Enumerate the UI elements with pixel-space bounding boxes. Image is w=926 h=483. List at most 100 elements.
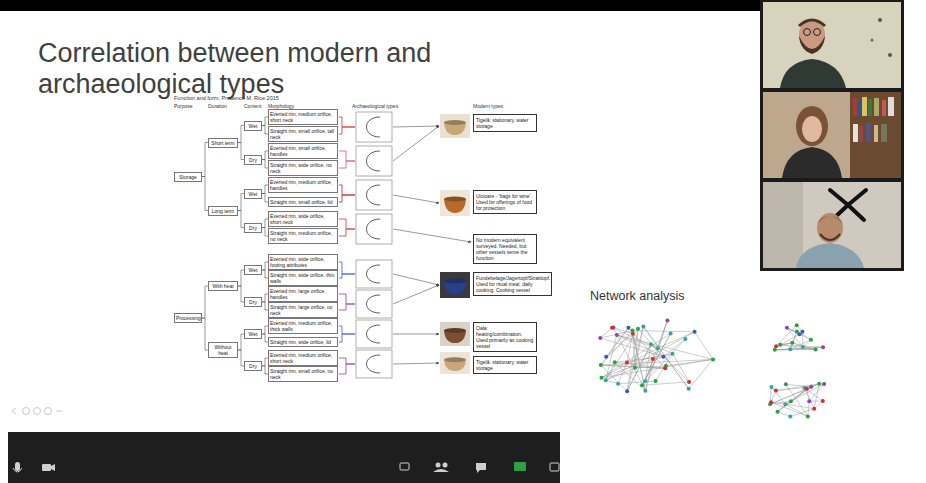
node-text: Straight rim, medium orifice, no neck — [270, 230, 336, 242]
category-box: Storage — [174, 172, 202, 182]
correlation-line — [339, 127, 355, 134]
vessel-photo — [440, 190, 470, 216]
node-text: Straight rim, wide orifice, lid — [270, 339, 336, 345]
correlation-line — [339, 195, 355, 202]
category-box: Long term — [208, 206, 238, 216]
vessel-profile — [367, 325, 381, 343]
morphology-box: Everted rim, wide orifice, footing attri… — [268, 254, 338, 270]
category-box: Wet — [244, 189, 262, 199]
profile-box — [356, 180, 392, 210]
correlation-arrow — [393, 285, 439, 304]
morphology-box: Straight rim, wide orifice, no neck — [268, 160, 338, 176]
vessel-profile — [367, 295, 381, 313]
node-text: Straight rim, small orifice, no neck — [270, 368, 336, 380]
top-bar — [0, 0, 760, 11]
category-box: With heat — [208, 281, 238, 291]
node-text: Tigelă: stationary, water storage — [476, 117, 534, 129]
vessel-photo — [440, 272, 470, 298]
node-text: Wet — [246, 123, 260, 129]
column-header: Morphology — [268, 104, 294, 110]
morphology-box: Straight rim, small orifice, no neck — [268, 366, 338, 382]
source-citation: Function and form, Prudence M. Rice 2015 — [174, 95, 279, 101]
morphology-box: Straight rim, wide orifice, thin walls — [268, 270, 338, 286]
node-text: Everted rim, medium orifice, thick walls — [270, 320, 336, 332]
section-heading: Network analysis — [590, 290, 684, 304]
vessel-profile — [367, 219, 381, 239]
correlation-line — [339, 117, 355, 127]
correlation-arrow — [393, 363, 439, 364]
node-text: Storage — [176, 174, 200, 180]
node-text: Short term — [210, 140, 236, 146]
correlation-line — [339, 185, 355, 195]
correlation-line — [339, 151, 355, 161]
category-box: Wet — [244, 265, 262, 275]
node-text: Straight rim, small orifice, tall neck — [270, 128, 336, 140]
correlation-line — [339, 262, 355, 274]
morphology-box: Straight rim, small orifice, tall neck — [268, 126, 338, 142]
category-box: Dry — [244, 361, 262, 371]
correlation-line — [339, 358, 355, 364]
profile-box — [356, 290, 392, 318]
correlation-arrow — [393, 195, 439, 203]
modern-type-box: Fundebelage/Jagertopf/Stratitopf. Used f… — [473, 272, 552, 296]
video-tile — [763, 92, 901, 178]
node-text: Everted rim, medium orifice, short neck — [270, 111, 336, 123]
category-box: Without heat — [208, 342, 238, 358]
morphology-box: Everted rim, medium orifice, handles — [268, 177, 338, 193]
node-text: Ulcioare - 'bags for wine'. Used for off… — [476, 193, 534, 211]
correlation-line — [339, 294, 355, 304]
node-text: Straight rim, wide orifice, thin walls — [270, 272, 336, 284]
morphology-box: Straight rim, large orifice, no neck — [268, 302, 338, 318]
morphology-box: Everted rim, large orifice, handles — [268, 286, 338, 302]
profile-box — [356, 350, 392, 378]
category-box: Wet — [244, 329, 262, 339]
node-text: Everted rim, wide orifice, footing attri… — [270, 256, 336, 268]
correlation-line — [339, 334, 355, 342]
node-text: Everted rim, medium orifice, handles — [270, 179, 336, 191]
toolbar-icon — [13, 462, 559, 473]
morphology-box: Everted rim, medium orifice, short neck — [268, 109, 338, 125]
node-text: Everted rim, medium orifice, short neck — [270, 352, 336, 364]
profile-box — [356, 320, 392, 348]
network-graph — [773, 323, 825, 352]
network-graph — [598, 318, 715, 393]
video-panel — [760, 0, 904, 271]
node-text: Straight rim, small orifice, lid — [270, 199, 336, 205]
node-text: Tigelă: stationary, water storage — [476, 359, 534, 371]
morphology-box: Straight rim, wide orifice, lid — [268, 337, 338, 347]
video-tile — [763, 2, 901, 88]
node-text: Processing — [176, 315, 200, 321]
correlation-arrow — [393, 126, 439, 161]
correlation-line — [339, 326, 355, 334]
profile-box — [356, 112, 392, 142]
category-box: Dry — [244, 223, 262, 233]
meeting-toolbar — [8, 432, 560, 483]
vessel-photo — [440, 352, 470, 374]
correlation-line — [339, 364, 355, 374]
node-text: Dry — [246, 225, 260, 231]
morphology-box: Everted rim, small orifice, handles — [268, 143, 338, 159]
modern-type-box: Tigelă: stationary, water storage — [473, 114, 537, 132]
vessel-photo — [440, 322, 470, 346]
node-text: Dry — [246, 363, 260, 369]
video-tile — [763, 182, 901, 268]
node-text: Wet — [246, 191, 260, 197]
vessel-profile — [367, 355, 381, 373]
node-text: Everted rim, wide orifice, short neck — [270, 213, 336, 225]
vessel-photo — [444, 197, 466, 202]
slide-controls — [12, 408, 62, 415]
tree-connector — [202, 143, 208, 177]
morphology-box: Everted rim, medium orifice, short neck — [268, 350, 338, 366]
vessel-photo — [440, 114, 470, 138]
node-text: Long term — [210, 208, 236, 214]
network-graph — [768, 382, 826, 419]
vessel-photo — [444, 120, 466, 125]
profile-box — [356, 214, 392, 244]
profile-box — [356, 260, 392, 288]
vessel-profile — [367, 265, 381, 283]
node-text: With heat — [210, 283, 236, 289]
column-header: Modern types — [473, 104, 503, 110]
correlation-line — [339, 161, 355, 168]
morphology-box: Everted rim, medium orifice, thick walls — [268, 318, 338, 334]
vessel-profile — [367, 117, 381, 137]
